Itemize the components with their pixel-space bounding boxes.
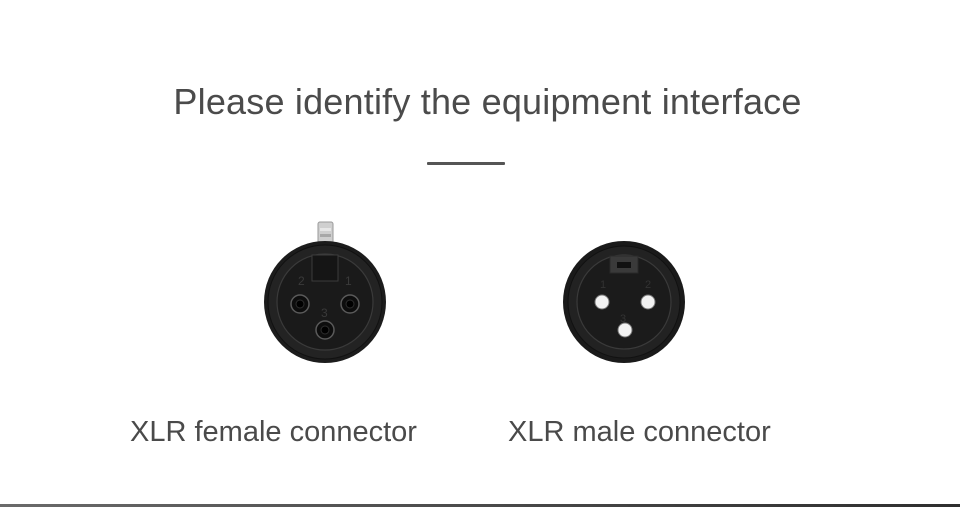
pin-number-2: 2 — [645, 279, 651, 291]
pin-number-3: 3 — [620, 313, 626, 325]
pin-number-3: 3 — [321, 306, 328, 320]
xlr-male-connector-icon: 1 2 3 — [562, 240, 688, 366]
xlr-female-connector-icon: 2 1 3 — [263, 220, 389, 365]
bottom-border — [0, 504, 960, 507]
xlr-female-label: XLR female connector — [130, 416, 417, 448]
page-title: Please identify the equipment interface — [173, 81, 802, 122]
pin-number-2: 2 — [298, 274, 305, 288]
xlr-male-label: XLR male connector — [508, 416, 771, 448]
pin-number-1: 1 — [600, 279, 606, 291]
title-divider — [427, 162, 505, 165]
pin-number-1: 1 — [345, 274, 352, 288]
